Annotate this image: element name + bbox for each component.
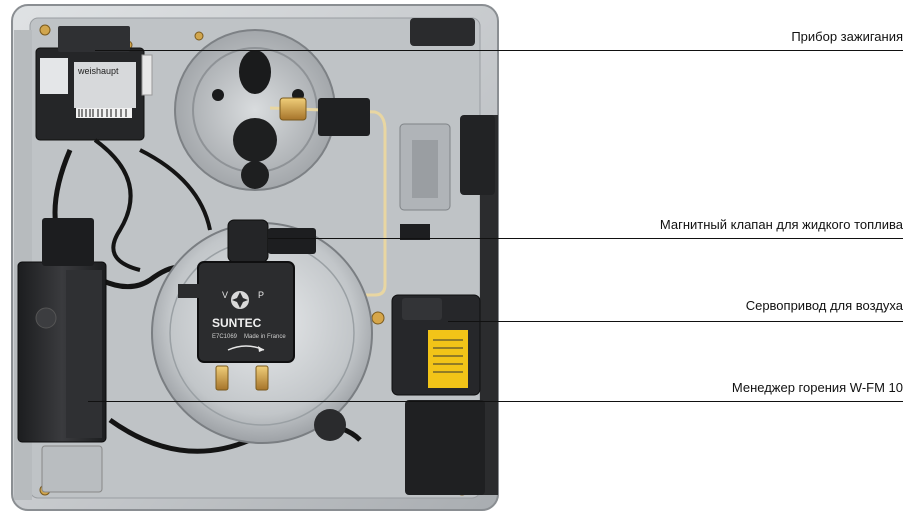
cable-bundle [139,148,212,231]
pump-port-v: V [222,290,228,300]
leader-manager [88,401,903,402]
housing-right-rail [480,115,498,495]
oil-line [269,106,387,297]
pump-logo-icon [231,291,249,309]
oil-pump [197,261,295,363]
right-bracket-inner [412,140,438,198]
ignition-side-label [40,58,68,94]
air-servo-label-lines [433,339,463,373]
air-intake-hole [233,118,277,162]
bottom-left-bracket [41,445,103,493]
combustion-manager-top [42,218,94,266]
bottom-right-box [405,400,485,495]
air-intake-hole [239,50,271,94]
leader-ignition [95,50,903,51]
air-intake-hole [241,161,269,189]
brass-fitting [279,97,307,121]
manager-side-panel [66,270,102,438]
screw [194,31,204,41]
solenoid-connector [268,228,316,254]
top-right-block [410,18,475,46]
screw [371,311,385,325]
cable-bundle [93,138,141,272]
screw [39,24,51,36]
air-servo-label [428,330,468,388]
pump-brand: SUNTEC [212,316,262,330]
pump-left-stub [178,284,200,298]
callout-servo: Сервопривод для воздуха [745,298,903,313]
air-servo-top [402,298,442,320]
pump-rotation-arrowhead-icon [258,346,264,352]
ignition-brand-text: weishaupt [77,66,119,76]
callout-manager: Менеджер горения W-FM 10 [731,380,903,395]
air-intake-hole [212,89,224,101]
leader-oil-valve [268,238,903,239]
oil-sensor-block [318,98,370,136]
vent-knob [314,409,346,441]
pump-brass-nozzle [215,365,229,391]
pump-brass-nozzle [255,365,269,391]
callout-ignition: Прибор зажигания [791,29,903,44]
leader-servo [448,321,903,322]
ignition-cable-boot [141,54,153,96]
manager-indicator [35,307,57,329]
pump-origin: Made in France [244,334,286,340]
ignition-barcode-lines [78,109,127,117]
pump-port-p: P [258,290,264,300]
pump-model: E7C1069 [212,334,238,340]
callout-oil-valve: Магнитный клапан для жидкого топлива [659,217,903,232]
right-clip [460,115,495,195]
ignition-top-flap [58,26,130,52]
solenoid-coil [227,219,269,263]
ignition-label [74,62,136,108]
ignition-barcode [76,108,132,118]
right-connector [400,224,430,240]
